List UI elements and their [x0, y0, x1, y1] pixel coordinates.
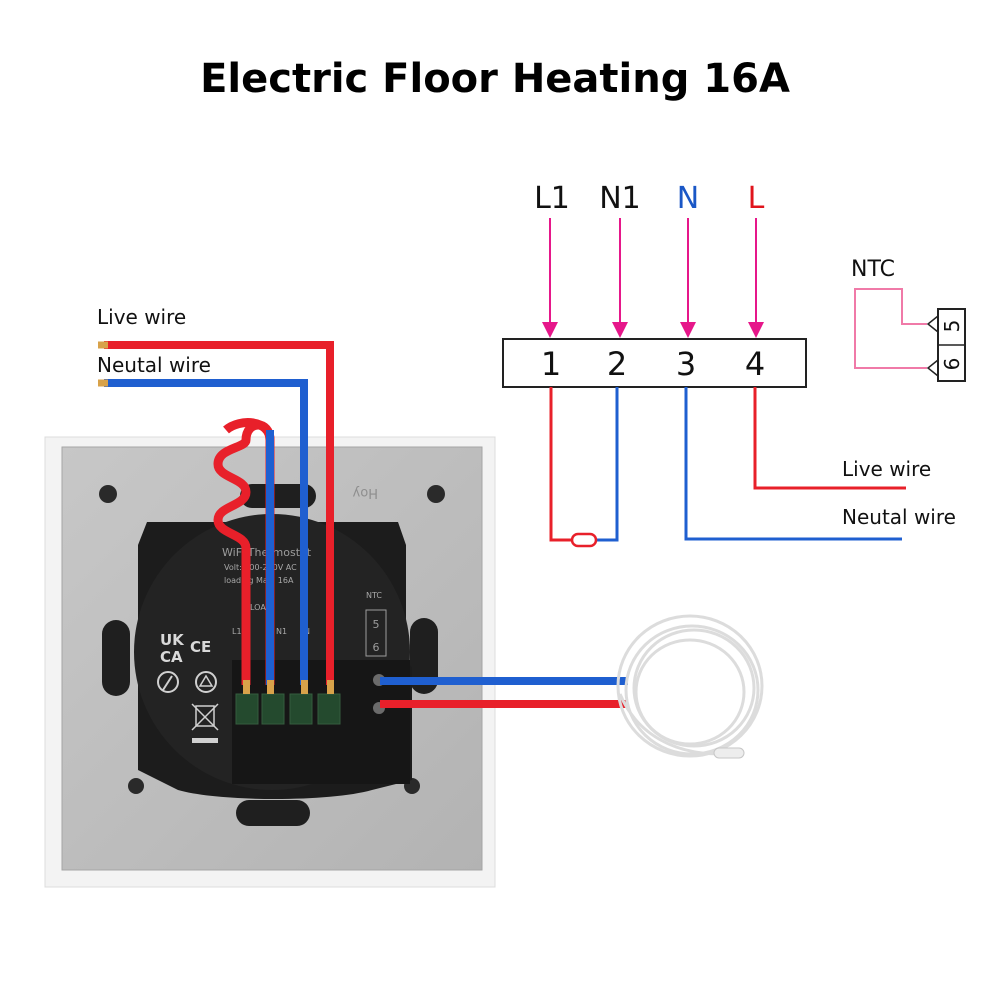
wiring-schematic: L1 N1 N L 1 2 3 4 Live wire Neutal wire …	[502, 181, 966, 548]
module-print-volt: Volt: 100-230V AC	[224, 563, 297, 572]
ntc-sensor-coil	[616, 614, 764, 758]
heating-cable-loop	[213, 420, 275, 685]
mounting-slot	[236, 800, 310, 826]
ntc-wire-top	[854, 288, 927, 369]
ntc-contact-5	[926, 315, 939, 333]
bridge-wire-neutral	[596, 387, 619, 542]
terminal-screw-N1	[261, 693, 285, 725]
ntc-label: NTC	[851, 257, 895, 282]
terminal-2: 2	[607, 345, 627, 383]
cert-ca: CA	[160, 648, 183, 666]
terminal-screw-L1	[235, 693, 259, 725]
module-ntc-pin-5: 5	[373, 618, 380, 631]
recycle-icon	[195, 671, 217, 693]
page-title: Electric Floor Heating 16A	[200, 56, 790, 102]
terminal-4: 4	[745, 345, 765, 383]
terminal-screw-L	[317, 693, 341, 725]
screw-hole	[128, 778, 144, 794]
mounting-slot	[102, 620, 130, 696]
ntc-pin-6: 6	[940, 358, 964, 371]
thermostat-back-photo: Hoy WiFi Thermostat Volt: 100-230V AC lo…	[44, 305, 764, 888]
photo-neutral-wire	[104, 379, 308, 685]
wire-tip-L	[327, 680, 334, 694]
cert-ce: CE	[190, 638, 211, 656]
schematic-live-label: Live wire	[842, 457, 931, 481]
weee-bin-icon	[191, 703, 219, 743]
photo-live-wire-label: Live wire	[97, 305, 186, 329]
ntc-sensor-probe	[713, 747, 745, 759]
terminal-1: 1	[541, 345, 561, 383]
module-print-load: loading Max: 16A	[224, 576, 294, 585]
bridge-wire-live	[549, 387, 572, 542]
mounting-slot	[410, 618, 438, 694]
module-terminal-label-L1: L1	[232, 627, 242, 636]
screw-hole	[99, 485, 117, 503]
label-L1: L1	[534, 181, 570, 216]
cert-uk: UK	[160, 631, 185, 649]
heating-element-symbol	[570, 532, 598, 548]
schematic-neutral-label: Neutal wire	[842, 505, 956, 529]
terminal-3: 3	[676, 345, 696, 383]
wire-tip-N	[301, 680, 308, 694]
schematic-live-wire	[753, 387, 906, 490]
module-terminal-label-N1: N1	[276, 627, 287, 636]
module-print-load-label: LOAD	[250, 603, 272, 612]
label-L: L	[748, 181, 765, 216]
schematic-neutral-wire	[684, 387, 902, 541]
module-ntc-pin-6: 6	[373, 641, 380, 654]
module-ntc-box	[365, 609, 387, 657]
photo-live-wire	[104, 341, 334, 685]
terminal-block	[502, 338, 807, 388]
mounting-slot	[240, 484, 316, 508]
frame-emboss: Hoy	[352, 485, 378, 500]
wire-tip-N1	[267, 680, 274, 694]
screw-hole	[427, 485, 445, 503]
label-N: N	[677, 181, 699, 216]
ntc-contact-6	[926, 359, 939, 377]
wire-tip-L1	[243, 680, 250, 694]
ntc-pin-5: 5	[940, 320, 964, 333]
label-N1: N1	[599, 181, 641, 216]
photo-neutral-wire-label: Neutal wire	[97, 353, 211, 377]
terminal-screw-N	[289, 693, 313, 725]
module-ntc-label: NTC	[366, 591, 382, 600]
tidyman-icon	[157, 671, 179, 693]
